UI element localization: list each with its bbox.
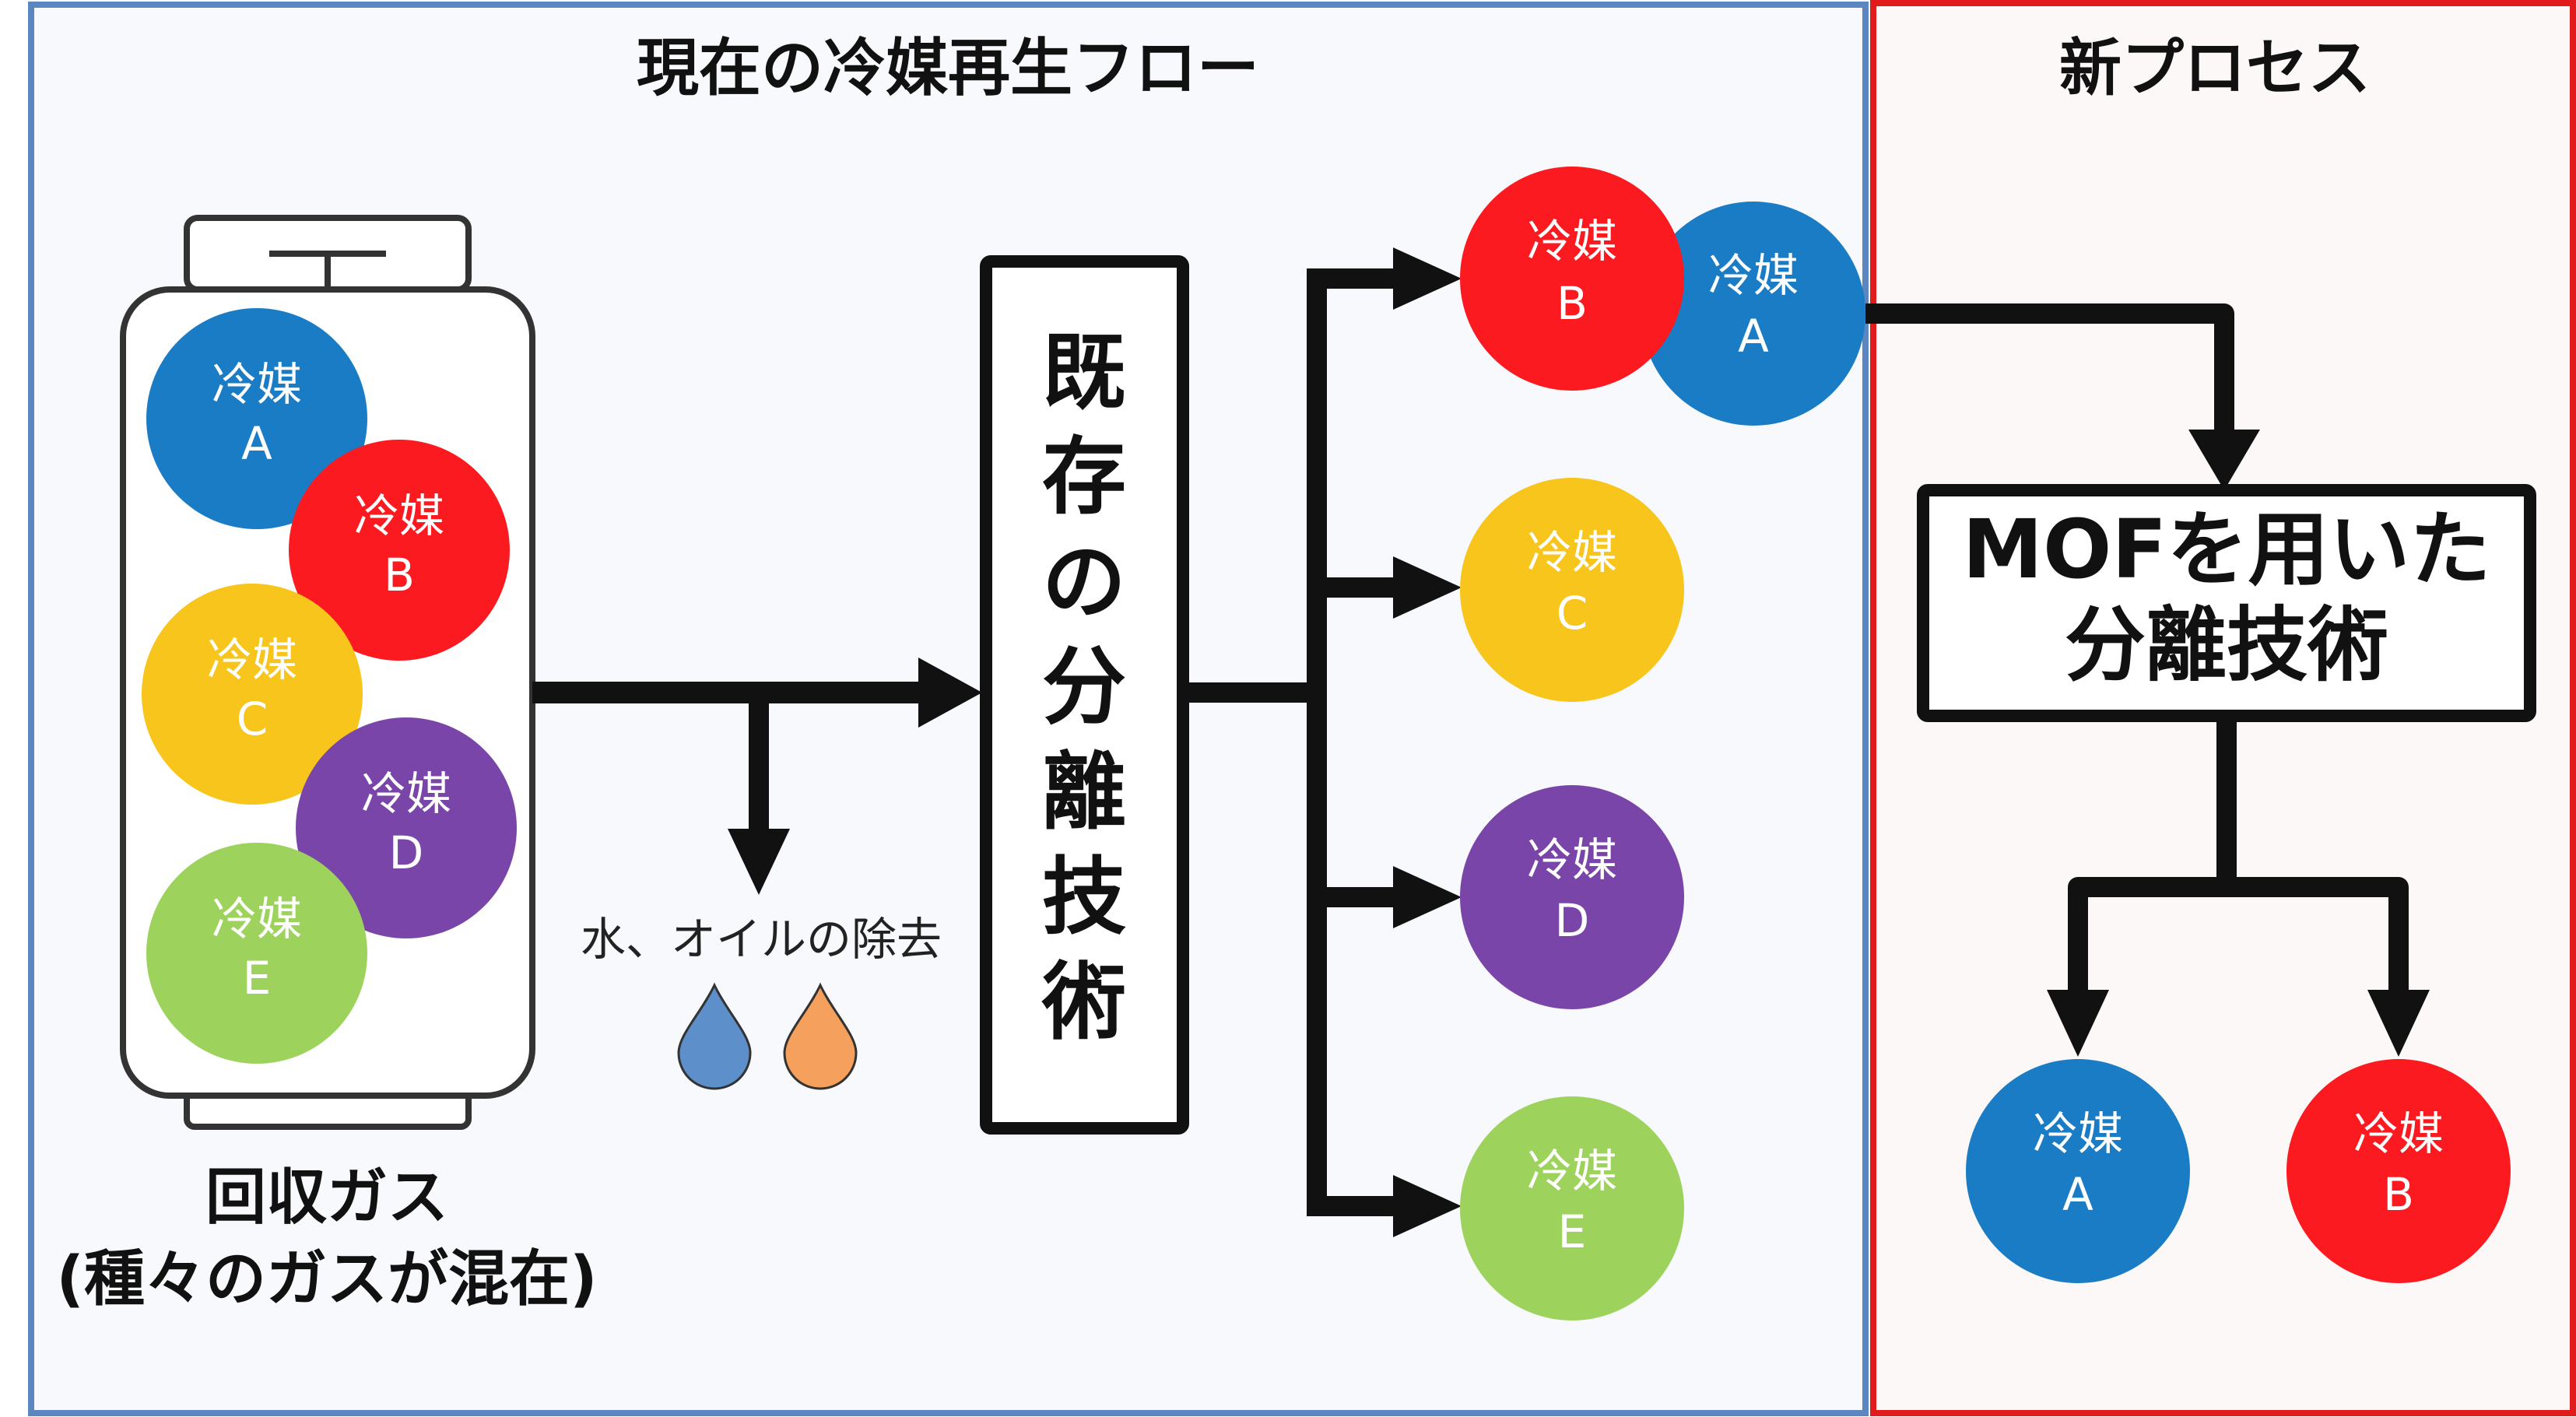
removal-label: 水、オイルの除去 [581, 913, 942, 966]
ball-circle [1460, 167, 1684, 391]
cylinder-label-line2: (種々のガスが混在) [56, 1244, 597, 1314]
ball-label-line1: 冷媒 [207, 633, 297, 686]
distribution-arrows [1183, 247, 1462, 1237]
output-ball-c: 冷媒 C [1460, 478, 1684, 702]
output-ball-a: 冷媒 A [1641, 202, 1865, 426]
ball-label-line2: A [2062, 1168, 2093, 1221]
water-drop-icon [677, 982, 752, 1090]
existing-tech-char-5: 離 [1042, 744, 1126, 841]
flow-arrow-to-existing-tech [532, 658, 982, 728]
ball-circle [146, 308, 367, 529]
ball-label-line2: E [1558, 1205, 1587, 1258]
ball-label-line2: C [237, 693, 268, 745]
ball-label-line1: 冷媒 [2033, 1107, 2123, 1160]
refrigerant-ball-cylinder-e: 冷媒 E [146, 843, 367, 1064]
ball-label-line1: 冷媒 [212, 893, 302, 945]
existing-tech-char-1: 既 [1042, 324, 1126, 421]
cylinder-label-line1: 回収ガス [205, 1163, 448, 1233]
ball-circle [289, 440, 510, 661]
ball-label-line2: C [1556, 587, 1588, 640]
ball-label-line2: D [389, 826, 424, 879]
oil-drop-icon [783, 982, 858, 1090]
ball-label-line1: 冷媒 [2353, 1107, 2444, 1160]
new-process-title: 新プロセス [2059, 32, 2371, 104]
ball-label-line1: 冷媒 [361, 767, 451, 820]
existing-tech-char-4: 分 [1042, 639, 1126, 736]
ball-circle [1641, 202, 1865, 426]
ball-circle [142, 584, 363, 805]
ball-circle [2286, 1059, 2511, 1283]
ball-label-line2: A [1738, 310, 1769, 363]
mof-output-ball-b: 冷媒 B [2286, 1059, 2511, 1283]
current-flow-title: 現在の冷媒再生フロー [637, 32, 1259, 104]
mof-split-arrows [2047, 716, 2430, 1057]
ball-label-line1: 冷媒 [1708, 249, 1799, 302]
mof-box-line2: 分離技術 [2065, 598, 2388, 693]
ball-label-line1: 冷媒 [1527, 215, 1617, 268]
ball-label-line2: E [243, 952, 272, 1005]
existing-tech-char-3: の [1042, 534, 1126, 631]
ball-label-line1: 冷媒 [1527, 1145, 1617, 1198]
ball-label-line2: D [1555, 894, 1590, 947]
ball-circle [1460, 1096, 1684, 1321]
ball-label-line2: B [384, 549, 415, 602]
refrigerant-ball-cylinder-d: 冷媒 D [296, 717, 517, 938]
refrigerant-ball-cylinder-a: 冷媒 A [146, 308, 367, 529]
ball-label-line2: B [2383, 1168, 2414, 1221]
ball-label-line2: B [1556, 277, 1588, 330]
mof-output-ball-a: 冷媒 A [1966, 1059, 2190, 1283]
flow-arrow-removal-branch [728, 693, 790, 895]
output-ball-b: 冷媒 B [1460, 167, 1684, 391]
ball-circle [296, 717, 517, 938]
ball-circle [146, 843, 367, 1064]
existing-tech-char-2: 存 [1042, 429, 1126, 526]
ball-circle [1460, 478, 1684, 702]
ball-label-line2: A [241, 417, 272, 470]
existing-tech-char-7: 術 [1041, 954, 1126, 1051]
ball-label-line1: 冷媒 [1527, 526, 1617, 579]
refrigerant-ball-cylinder-c: 冷媒 C [142, 584, 363, 805]
ball-label-line1: 冷媒 [354, 489, 444, 542]
output-ball-d: 冷媒 D [1460, 785, 1684, 1009]
ball-label-line1: 冷媒 [1527, 833, 1617, 886]
output-ball-e: 冷媒 E [1460, 1096, 1684, 1321]
ball-label-line1: 冷媒 [212, 358, 302, 411]
mof-separation-box: MOFを用いた 分離技術 [1917, 484, 2536, 722]
existing-separation-box: 既 存 の 分 離 技 術 [980, 255, 1189, 1135]
existing-tech-char-6: 技 [1042, 849, 1126, 946]
ball-circle [1966, 1059, 2190, 1283]
flow-arrow-to-mof [1865, 303, 2260, 490]
ball-circle [1460, 785, 1684, 1009]
refrigerant-ball-cylinder-b: 冷媒 B [289, 440, 510, 661]
mof-box-line1: MOFを用いた [1963, 502, 2491, 597]
